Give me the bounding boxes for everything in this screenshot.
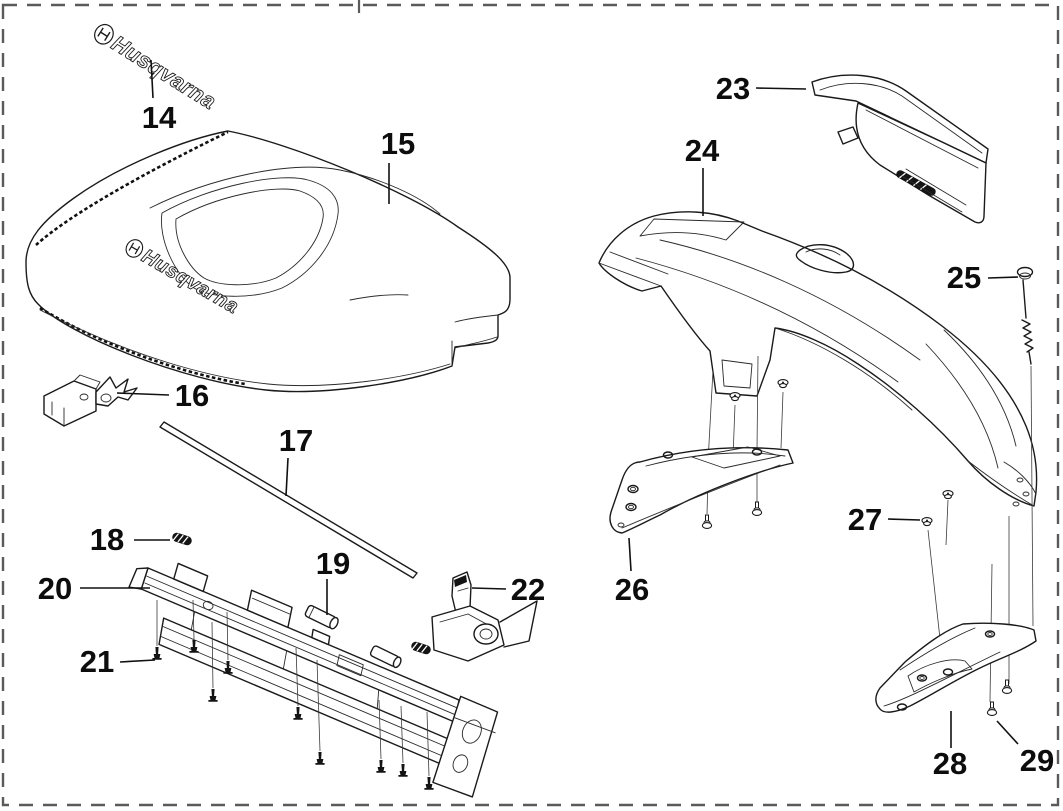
- part-27-nut: [921, 490, 954, 527]
- part-24-rear-body-cover: [598, 211, 1038, 703]
- part-label-29: 29: [1020, 743, 1054, 778]
- part-label-17: 17: [279, 423, 313, 458]
- part-28-right-skid-plate: [875, 622, 1037, 713]
- part-labels: 14 15 16 17 18 19 20 21 22 23 24 25 26 2…: [38, 71, 1054, 781]
- part-label-20: 20: [38, 571, 72, 606]
- part-21-screws: [152, 599, 434, 790]
- part-15-top-cover: Husqvarna: [25, 130, 511, 393]
- part-23-hatch-cover: [811, 74, 989, 224]
- leader-lines: [80, 59, 1019, 748]
- part-17-rod: [159, 421, 418, 579]
- part-20-chassis-rail: [128, 562, 499, 798]
- part-label-14: 14: [142, 100, 177, 135]
- part-label-23: 23: [716, 71, 750, 106]
- part-label-18: 18: [90, 522, 124, 557]
- part-label-15: 15: [381, 126, 415, 161]
- part-label-16: 16: [175, 378, 209, 413]
- part-label-25: 25: [947, 260, 981, 295]
- part-26-left-skid-plate: [609, 446, 794, 534]
- part-label-27: 27: [848, 502, 882, 537]
- part-label-24: 24: [685, 133, 720, 168]
- part-25-long-screw: [1016, 266, 1034, 627]
- part-16-latch: [43, 374, 138, 427]
- part-19-pin: [304, 604, 402, 669]
- cover-top-edge-hatch: [35, 130, 229, 246]
- part-label-19: 19: [316, 546, 350, 581]
- cover-bottom-edge-hatch: [39, 306, 246, 386]
- part-label-22: 22: [511, 572, 545, 607]
- part-label-28: 28: [933, 746, 967, 781]
- part-label-26: 26: [615, 572, 649, 607]
- part-29-screw: [986, 701, 998, 716]
- part-label-21: 21: [80, 644, 114, 679]
- part-22-bracket: [431, 571, 538, 662]
